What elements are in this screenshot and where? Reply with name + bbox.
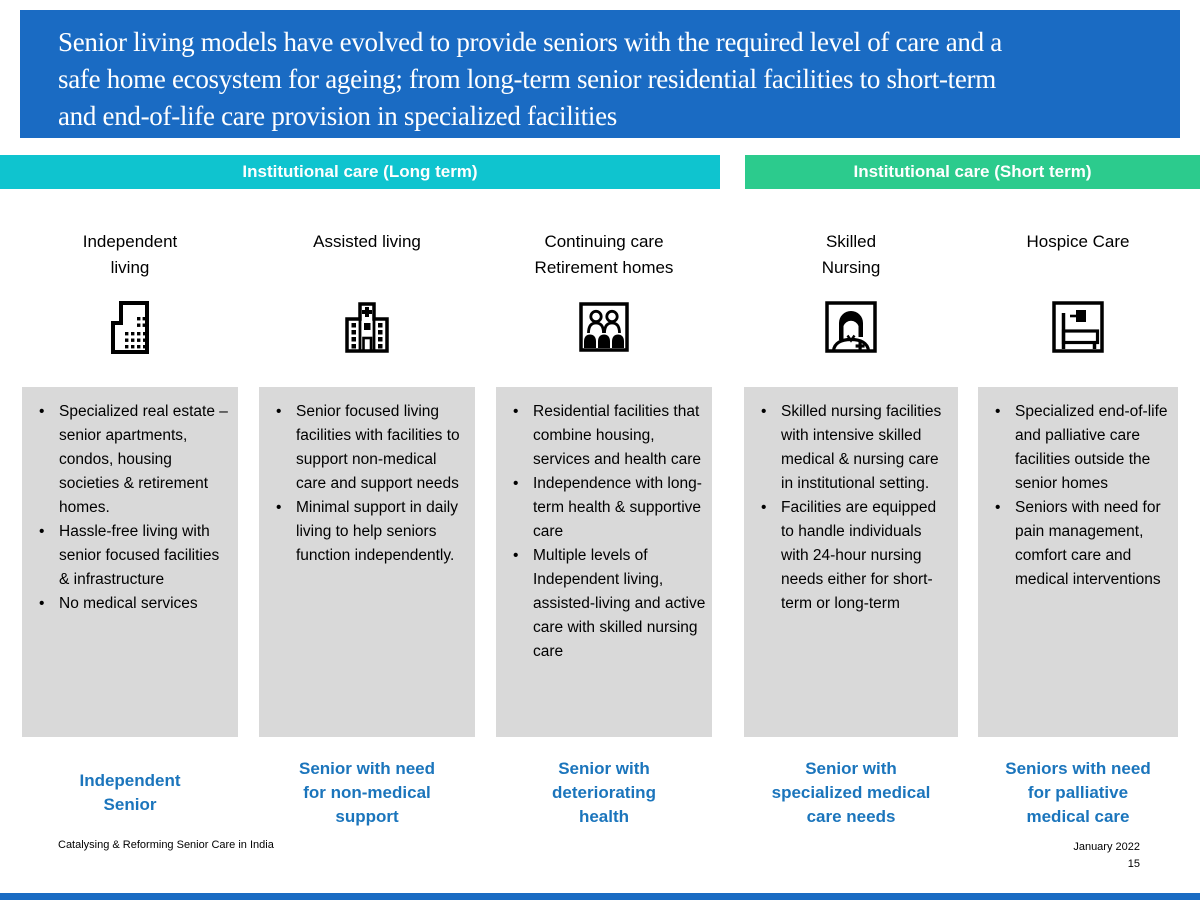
bullet-item: Independence with long-term health & sup…: [506, 472, 706, 544]
bullet-card: Senior focused living facilities with fa…: [259, 387, 475, 737]
page-number: 15: [1127, 858, 1140, 870]
persona-label: Senior with need for non-medical support: [298, 759, 436, 826]
column-header: Independent living: [82, 232, 178, 277]
footer-meta: January 2022 15: [1073, 839, 1140, 873]
bullet-list: Senior focused living facilities with fa…: [269, 400, 469, 568]
bullet-item: Skilled nursing facilities with intensiv…: [754, 400, 952, 496]
bullet-card: Skilled nursing facilities with intensiv…: [744, 387, 958, 737]
slide-title: Senior living models have evolved to pro…: [58, 27, 1002, 131]
column-independent-living: Independent living Specialized real esta…: [22, 0, 238, 900]
bullet-item: Specialized end-of-life and palliative c…: [988, 400, 1172, 496]
bullet-list: Residential facilities that combine hous…: [506, 400, 706, 664]
nurse-icon: [819, 295, 883, 359]
bullet-list: Skilled nursing facilities with intensiv…: [754, 400, 952, 616]
section-bar-short-term: Institutional care (Short term): [745, 155, 1200, 189]
bullet-card: Specialized real estate – senior apartme…: [22, 387, 238, 737]
bullet-item: Senior focused living facilities with fa…: [269, 400, 469, 496]
footer-title: Catalysing & Reforming Senior Care in In…: [58, 839, 274, 851]
bullet-list: Specialized end-of-life and palliative c…: [988, 400, 1172, 592]
column-skilled-nursing: Skilled Nursing Skilled nursing faciliti…: [744, 0, 958, 900]
bullet-item: Facilities are equipped to handle indivi…: [754, 496, 952, 616]
column-continuing-care: Continuing care Retirement homes Residen…: [496, 0, 712, 900]
bullet-item: Specialized real estate – senior apartme…: [32, 400, 232, 520]
persona-label: Senior with deteriorating health: [552, 759, 656, 826]
column-header: Assisted living: [313, 232, 421, 251]
footer-date: January 2022: [1073, 841, 1140, 853]
bottom-accent-bar: [0, 893, 1200, 900]
column-header: Hospice Care: [1026, 232, 1130, 251]
bullet-item: No medical services: [32, 592, 232, 616]
bullet-item: Hassle-free living with senior focused f…: [32, 520, 232, 592]
bullet-card: Residential facilities that combine hous…: [496, 387, 712, 737]
persona-label: Seniors with need for palliative medical…: [1005, 759, 1151, 826]
bullet-item: Minimal support in daily living to help …: [269, 496, 469, 568]
column-assisted-living: Assisted living Senior focused living fa…: [259, 0, 475, 900]
column-header: Skilled Nursing: [821, 232, 881, 277]
column-header: Continuing care Retirement homes: [534, 232, 674, 277]
people-group-icon: [572, 295, 636, 359]
title-banner: Senior living models have evolved to pro…: [20, 10, 1180, 138]
section-bar-long-term: Institutional care (Long term): [0, 155, 720, 189]
section-bar-short-term-label: Institutional care (Short term): [853, 162, 1092, 181]
bullet-card: Specialized end-of-life and palliative c…: [978, 387, 1178, 737]
bullet-item: Multiple levels of Independent living, a…: [506, 544, 706, 664]
hospice-bed-icon: [1046, 295, 1110, 359]
section-bar-long-term-label: Institutional care (Long term): [242, 162, 478, 181]
bullet-item: Seniors with need for pain management, c…: [988, 496, 1172, 592]
building-icon: [98, 295, 162, 359]
bullet-item: Residential facilities that combine hous…: [506, 400, 706, 472]
column-hospice-care: Hospice Care Specialized end-of-life and…: [978, 0, 1178, 900]
persona-label: Independent Senior: [79, 771, 181, 814]
hospital-building-icon: [335, 295, 399, 359]
persona-label: Senior with specialized medical care nee…: [771, 759, 931, 826]
bullet-list: Specialized real estate – senior apartme…: [32, 400, 232, 616]
